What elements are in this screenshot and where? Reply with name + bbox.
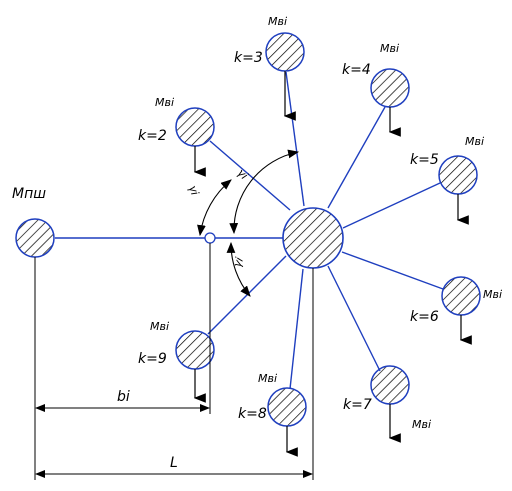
spoke-k2: [209, 140, 291, 211]
left-mass: [15, 218, 55, 258]
angle-label-left: γi: [186, 184, 201, 197]
mass-k3: [265, 32, 305, 72]
k-label-8: k=8: [238, 406, 267, 422]
dim-L-label: L: [170, 455, 178, 471]
k-label-7: k=7: [343, 397, 372, 413]
spoke-k4: [327, 106, 386, 209]
mass-label-k5: Мві: [465, 135, 484, 148]
mass-k6: [441, 276, 481, 316]
arc-gamma-lower: [226, 241, 251, 297]
arc-gamma-upper: [229, 149, 300, 235]
spoke-k7: [327, 265, 381, 372]
peripheral-masses: [175, 32, 481, 427]
mass-label-k8: Мві: [258, 372, 277, 385]
k-label-6: k=6: [410, 309, 439, 325]
spoke-k5: [342, 182, 441, 229]
k-label-4: k=4: [342, 62, 371, 78]
mass-label-k9: Мві: [150, 320, 169, 333]
hub-mass: [282, 207, 344, 269]
mass-k5: [438, 155, 478, 195]
dim-b-label: bi: [117, 389, 130, 405]
gravity-arrows: [193, 71, 472, 457]
k-label-9: k=9: [138, 351, 167, 367]
k-label-3: k=3: [234, 50, 263, 66]
mass-label-k4: Мві: [380, 42, 399, 55]
mass-k2: [175, 107, 215, 147]
mass-label-k2: Мві: [155, 96, 174, 109]
mass-label-k7: Мві: [412, 418, 431, 431]
k-label-2: k=2: [138, 128, 167, 144]
mass-k8: [267, 387, 307, 427]
spoke-k8: [289, 268, 304, 390]
angle-arcs: [197, 149, 300, 297]
spoke-k9: [207, 255, 287, 335]
dimension-lines: [34, 243, 314, 480]
mass-k4: [370, 68, 410, 108]
angle-label-upper: γi: [235, 166, 251, 182]
angle-label-lower: γi: [231, 256, 246, 269]
mass-k7: [370, 365, 410, 405]
spoke-k6: [341, 251, 444, 290]
spoke-k3: [285, 71, 305, 207]
k-label-5: k=5: [410, 152, 439, 168]
mass-label-k6: Мві: [483, 288, 502, 301]
mass-k9: [175, 330, 215, 370]
arc-gamma-left: [197, 179, 232, 237]
left-mass-label: Мпш: [12, 186, 46, 202]
pivot-point: [204, 232, 216, 244]
mass-label-k3: Мві: [268, 15, 287, 28]
